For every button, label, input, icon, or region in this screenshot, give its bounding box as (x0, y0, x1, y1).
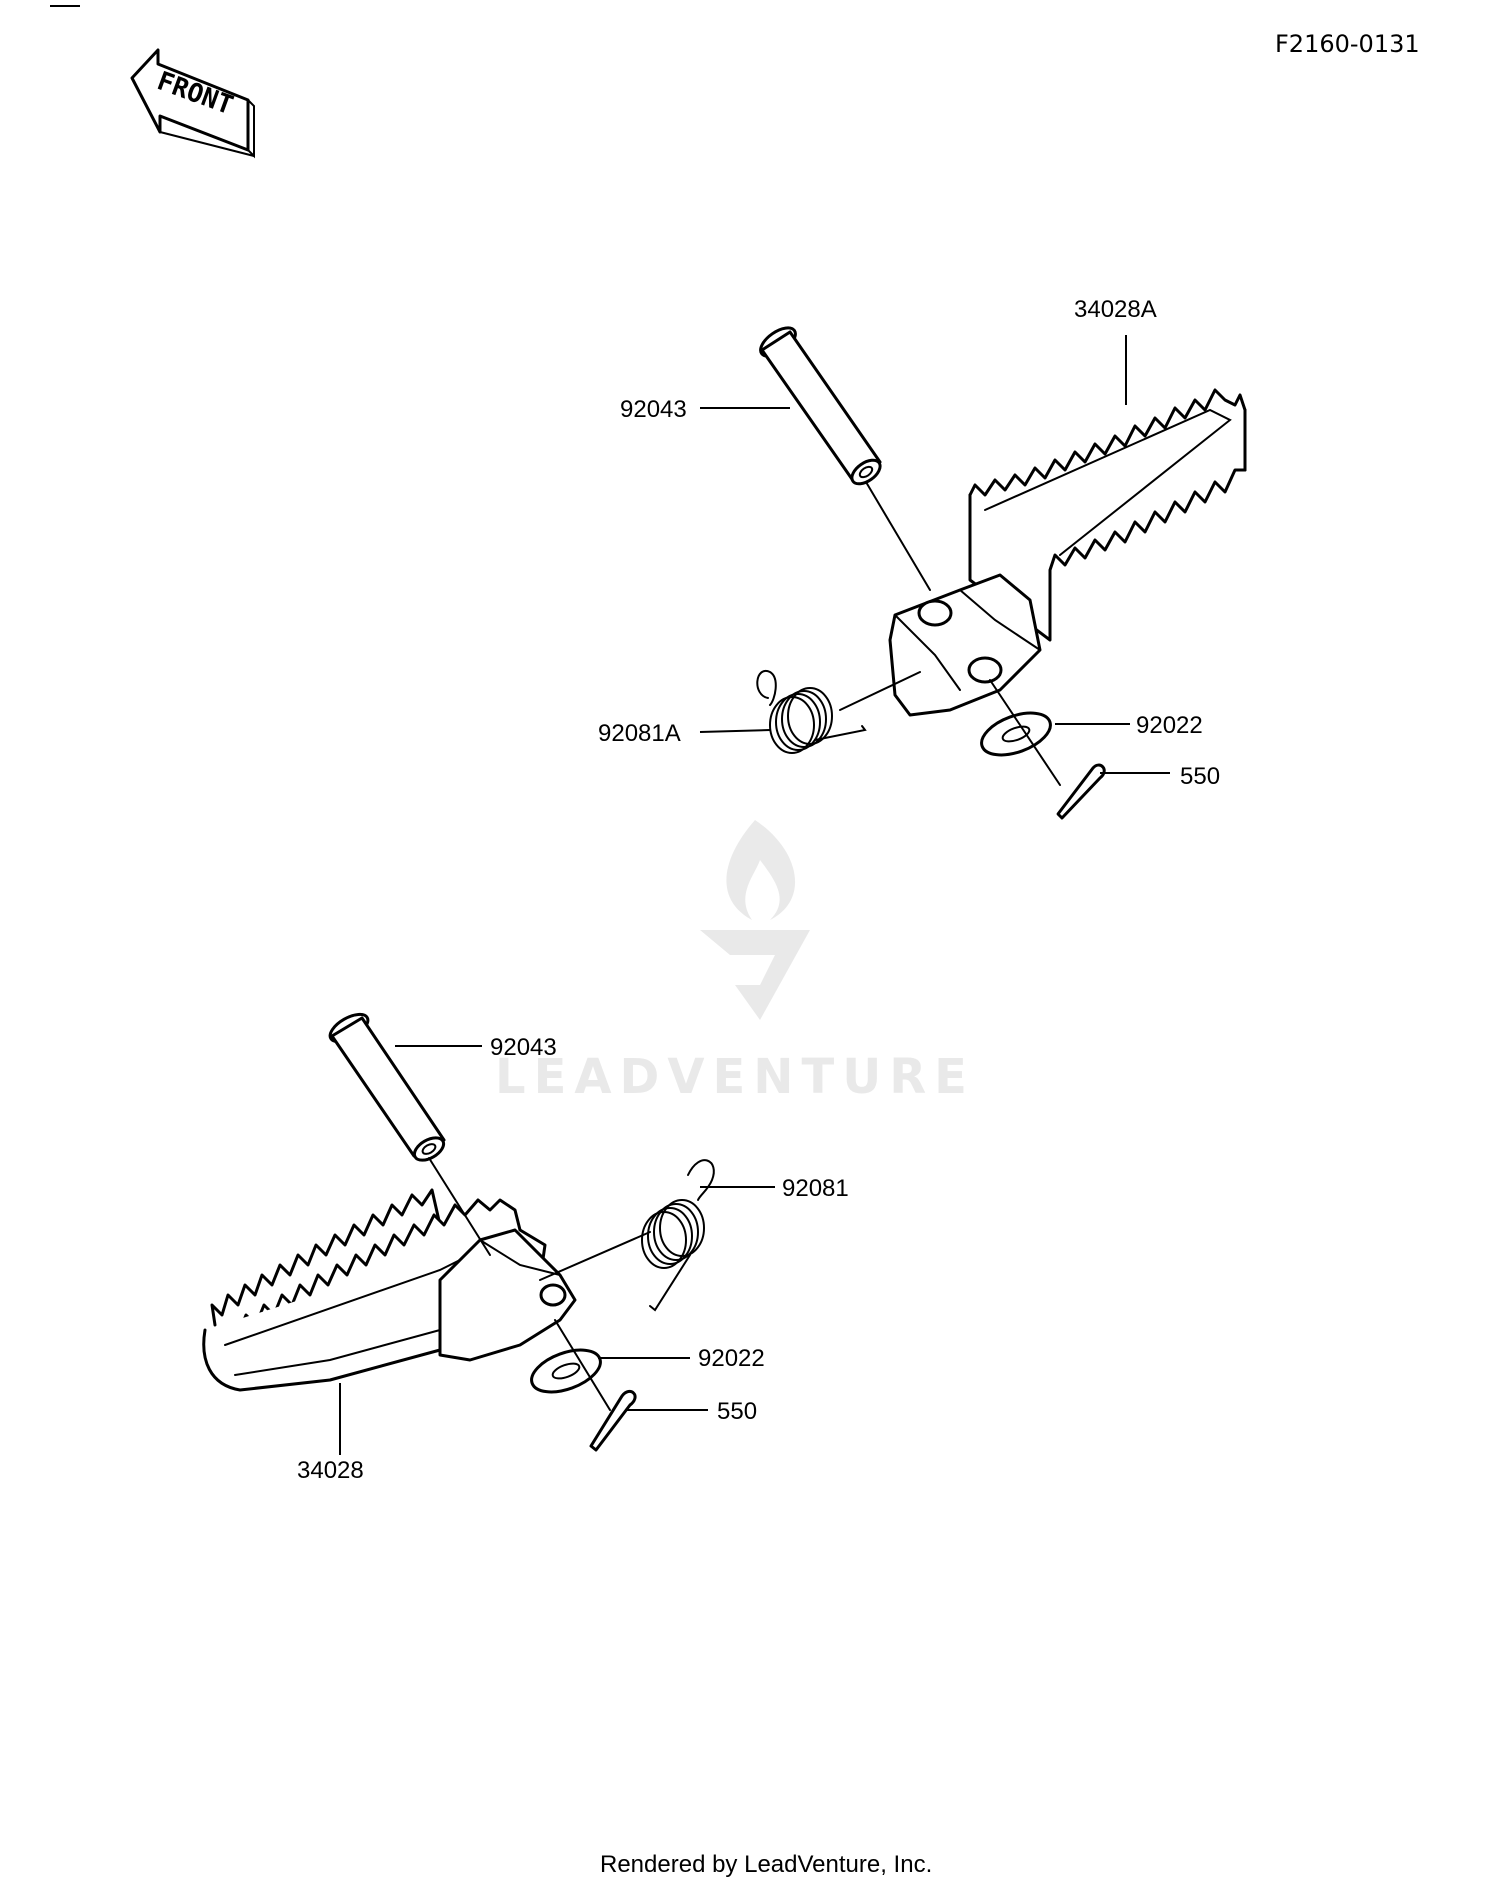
label-lower-92081: 92081 (782, 1175, 849, 1202)
leader-92081A (699, 729, 771, 733)
upper-axis-line (865, 481, 931, 591)
upper-assembly: 34028A 92043 92081A 92022 550 (598, 296, 1247, 820)
upper-pin-drawing (759, 326, 882, 486)
label-upper-92081A: 92081A (598, 720, 681, 747)
label-upper-92022: 92022 (1136, 712, 1203, 739)
upper-cotter-pin-drawing (1056, 763, 1106, 820)
label-upper-92043: 92043 (620, 396, 687, 423)
watermark-text: LEADVENTURE (495, 1049, 975, 1105)
label-lower-92043: 92043 (490, 1034, 557, 1061)
front-arrow-icon: FRONT (130, 48, 255, 159)
leadventure-watermark: LEADVENTURE (495, 820, 975, 1105)
footer-text: Rendered by LeadVenture, Inc. (600, 1851, 932, 1878)
label-lower-550: 550 (717, 1398, 757, 1425)
label-lower-34028: 34028 (297, 1457, 364, 1484)
diagram-code: F2160-0131 (1275, 30, 1420, 58)
upper-footpeg-drawing (888, 388, 1247, 717)
lower-axis-line-2 (554, 1319, 611, 1411)
lower-washer-drawing (530, 1348, 602, 1394)
lower-spring-line (539, 1231, 651, 1281)
label-lower-92022: 92022 (698, 1345, 765, 1372)
upper-spring-drawing (756, 670, 867, 754)
label-upper-34028A: 34028A (1074, 296, 1157, 323)
v-logo-icon (700, 930, 810, 1020)
upper-axis-line-2 (989, 679, 1061, 786)
lower-assembly: 92043 92081 92022 550 34028 (202, 1012, 849, 1484)
lower-pin-drawing (328, 1012, 446, 1162)
flame-icon (726, 820, 796, 920)
lower-cotter-pin-drawing (589, 1390, 637, 1452)
lower-axis-line (428, 1157, 491, 1256)
upper-spring-line (839, 671, 921, 711)
lower-footpeg-drawing (202, 1188, 577, 1392)
lower-spring-drawing (641, 1159, 715, 1312)
label-upper-550: 550 (1180, 763, 1220, 790)
upper-washer-drawing (980, 711, 1052, 757)
